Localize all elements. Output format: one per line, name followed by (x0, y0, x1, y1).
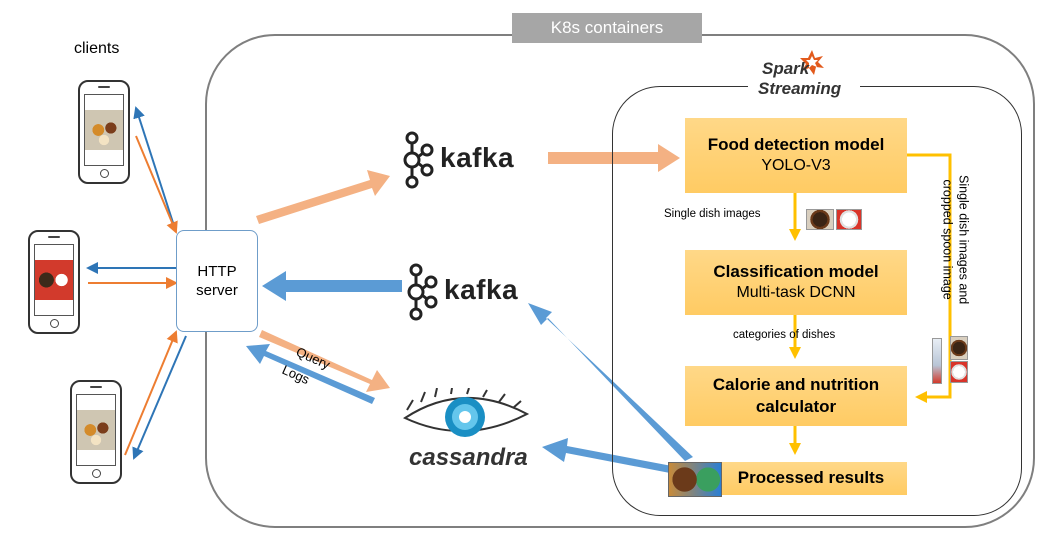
classification-subtitle: Multi-task DCNN (736, 284, 856, 302)
response-arrow-client-1 (133, 106, 177, 233)
food-detection-title: Food detection model (707, 135, 885, 155)
spark-streaming-logo: Spark Streaming (748, 48, 860, 100)
http-server-line2: server (196, 282, 238, 299)
processed-results-thumbnail-icon (668, 462, 722, 497)
kafka-to-http-arrow (262, 271, 402, 301)
request-arrow-client-3 (124, 330, 178, 456)
calorie-line2: calculator (755, 397, 837, 416)
processed-results-title: Processed results (737, 468, 885, 488)
logs-arrow (246, 344, 375, 404)
categories-label: categories of dishes (733, 329, 836, 341)
kafka-word-top: kafka (440, 142, 515, 173)
flow-food-to-calorie (907, 153, 952, 403)
processed-results-box: Processed results (685, 462, 907, 495)
streaming-logo-text: Streaming (758, 79, 842, 98)
k8s-containers-label: K8s containers (512, 13, 702, 43)
clients-label: clients (74, 40, 120, 57)
kafka-to-food-detection-arrow (548, 144, 680, 172)
response-arrow-client-3 (132, 335, 187, 460)
client-arrows (86, 106, 187, 460)
calorie-calculator-box: Calorie and nutrition calculator (685, 366, 907, 426)
spark-star-icon: Spark Streaming (758, 50, 842, 98)
kafka-node-top: kafka (400, 128, 540, 190)
query-arrow (259, 330, 390, 392)
spoon-thumbnail-icon (932, 338, 942, 384)
food-thumbnail-icon (77, 410, 115, 450)
results-to-kafka-arrow (528, 303, 693, 461)
spark-logo-text: Spark (762, 59, 811, 78)
results-to-cassandra-arrow (542, 438, 672, 473)
kafka-logo-icon (407, 263, 438, 321)
cassandra-word: cassandra (409, 444, 528, 471)
calorie-line1: Calorie and nutrition (712, 374, 880, 394)
food-thumbnail-icon (836, 209, 862, 230)
food-thumbnail-icon (35, 260, 73, 300)
phone-icon (78, 80, 130, 184)
single-dish-label: Single dish images (664, 208, 761, 220)
request-arrow-client-1 (135, 135, 178, 234)
side-flow-label: Single dish images and cropped spoon ima… (933, 165, 977, 315)
http-server-line1: HTTP (197, 262, 237, 280)
food-thumbnail-icon (85, 110, 123, 150)
phone-icon (28, 230, 80, 334)
classification-title: Classification model (713, 262, 879, 282)
food-thumbnail-icon (950, 336, 968, 360)
food-detection-model-box: Food detection model YOLO-V3 (685, 118, 907, 193)
cassandra-node: cassandra (395, 388, 535, 478)
phone-icon (70, 380, 122, 484)
kafka-node-bottom: kafka (404, 262, 544, 324)
food-thumbnail-icon (950, 361, 968, 383)
http-server-node: HTTP server (176, 230, 258, 332)
kafka-logo-icon (403, 131, 434, 189)
side-flow-line1: Single dish images and (956, 175, 971, 305)
side-flow-line2: cropped spoon image (941, 179, 955, 301)
food-thumbnail-icon (806, 209, 834, 230)
cassandra-eye-icon (403, 388, 530, 437)
food-detection-subtitle: YOLO-V3 (761, 157, 831, 175)
classification-model-box: Classification model Multi-task DCNN (685, 250, 907, 315)
kafka-word-bottom: kafka (444, 274, 519, 305)
http-to-kafka-arrow (256, 170, 390, 224)
